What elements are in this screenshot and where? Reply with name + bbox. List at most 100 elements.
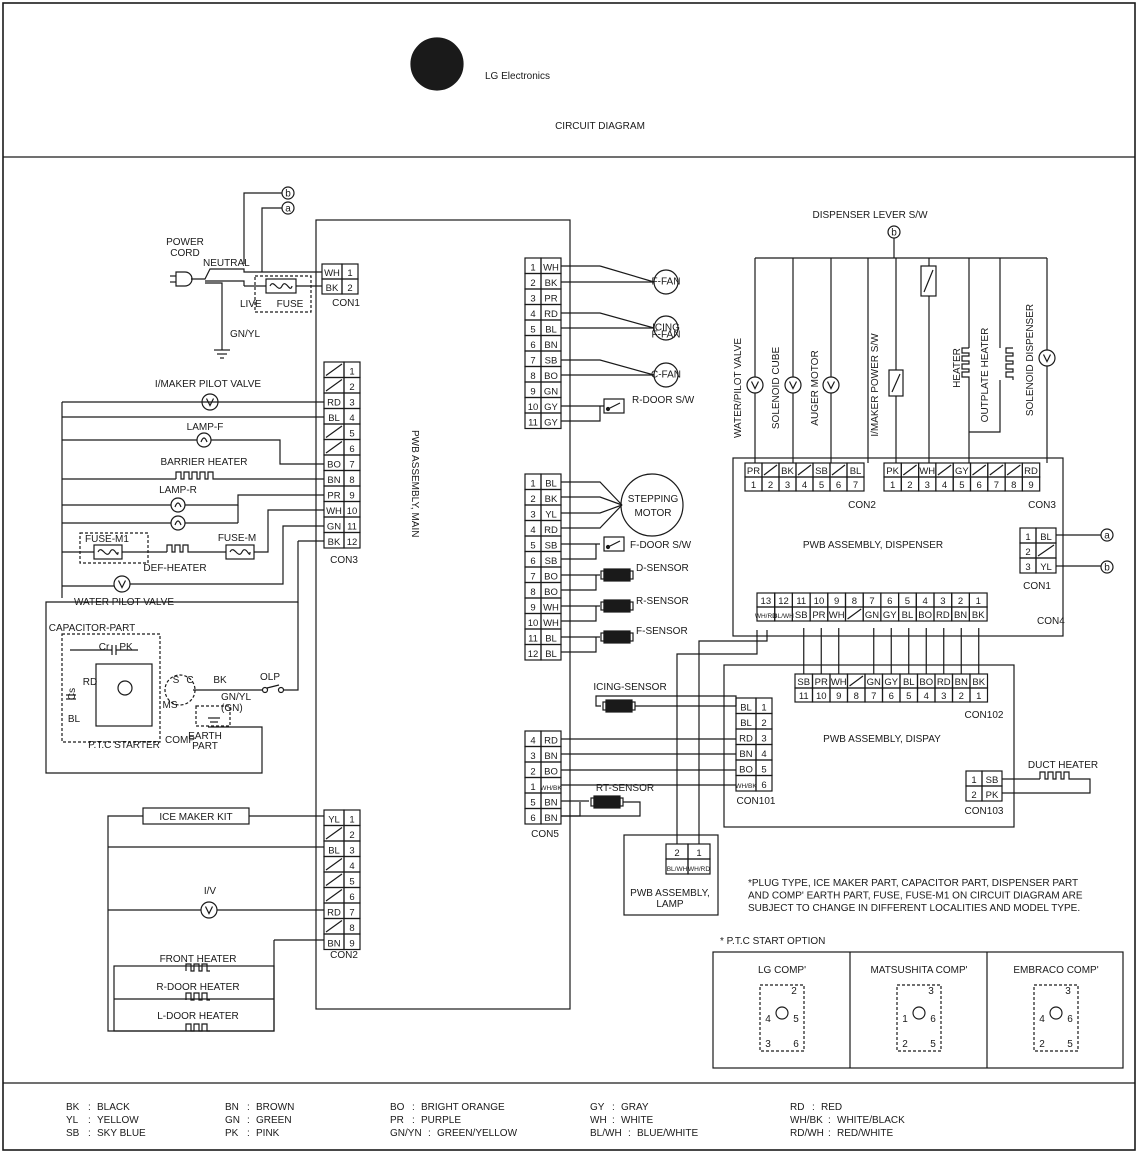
main-con2-wire-code: BN <box>327 939 340 950</box>
disp-con3-pin-number: 4 <box>942 480 947 491</box>
main-con3-wire-code: WH <box>326 506 342 517</box>
lamp-board-pin-pin-number: 2 <box>674 848 679 859</box>
wire <box>561 575 597 591</box>
disp-con102-name: CON102 <box>965 710 1004 721</box>
disp-con102-pin-number: 9 <box>836 691 841 702</box>
wire-lamp <box>698 630 768 844</box>
disp-con3-pin-number: 9 <box>1028 480 1033 491</box>
disp-con102-pin-number: 5 <box>906 691 911 702</box>
main-con5-pin-number: 5 <box>530 798 535 809</box>
lamp-r2-icon-filament <box>174 520 182 526</box>
disp-con102-wire-code: BK <box>972 677 985 688</box>
gnyl-gn-label-line: (GN) <box>221 703 243 714</box>
ref-b-right: b <box>1104 563 1110 574</box>
wire-neutral-b <box>243 192 282 264</box>
lg-logo <box>410 37 464 91</box>
lamp-board-pin-pin-number: 1 <box>696 848 701 859</box>
legend-color-code: PK <box>225 1128 239 1139</box>
disp-con2-pin-number: 7 <box>853 480 858 491</box>
main-con3-wire-code: BK <box>328 537 341 548</box>
wire-olp <box>284 602 299 691</box>
main-con5-wire-code: BN <box>544 813 557 824</box>
disp-con102-wire-code: BL <box>903 677 915 688</box>
legend-color-name: WHITE <box>621 1115 654 1126</box>
sensor-con-pin-number: 9 <box>530 603 535 614</box>
fan-con-pin-number: 2 <box>530 278 535 289</box>
stepping-motor-label-line: MOTOR <box>634 508 671 519</box>
disp-con3-pin-number: 2 <box>907 480 912 491</box>
legend-colon: : <box>88 1102 91 1113</box>
fuse-dashed-box <box>254 275 312 313</box>
olp-icon <box>266 684 280 689</box>
note-line: AND COMP' EARTH PART, FUSE, FUSE-M1 ON C… <box>748 891 1083 902</box>
ptc-pin-number: 5 <box>930 1039 936 1050</box>
disp-con1-pin-number: 1 <box>1025 532 1030 543</box>
lg-logo-glyph: L <box>434 65 440 76</box>
disp-con101-name: CON101 <box>737 796 776 807</box>
main-con1-name: CON1 <box>332 298 360 309</box>
legend-colon: : <box>828 1115 831 1126</box>
neutral-label: NEUTRAL <box>203 258 250 269</box>
legend-color-name: YELLOW <box>97 1115 139 1126</box>
disp-con1-name: CON1 <box>1023 581 1051 592</box>
r-sensor-icon <box>603 599 631 613</box>
disp-con4-pin-number: 11 <box>796 596 806 607</box>
diagram-title: CIRCUIT DIAGRAM <box>555 121 645 132</box>
disp-con3-blank-pin <box>902 464 917 476</box>
icing-sensor-icon-cap <box>602 701 607 711</box>
r-door-sw-icon-blade <box>607 402 621 410</box>
pwb-lamp-label-line: LAMP <box>656 899 684 910</box>
disp-con1-wire-code: BL <box>1040 532 1052 543</box>
fan-con-wire-code: GY <box>544 402 558 413</box>
disp-con3-wire-code: RD <box>1024 466 1038 477</box>
legend-color-code: GN <box>225 1115 240 1126</box>
lamp-board-pin-wire-code: WH/RD <box>688 866 710 873</box>
legend-color-code: SB <box>66 1128 80 1139</box>
disp-con101-wire-code: BL <box>740 703 752 714</box>
main-con1-cell <box>341 278 359 295</box>
disp-con4-wire-code: BL <box>902 610 914 621</box>
fuse-m-label: FUSE-M <box>218 533 256 544</box>
wire <box>561 406 601 422</box>
legend-colon: : <box>247 1102 250 1113</box>
gnyl-gn-label-line: GN/YL <box>221 692 251 703</box>
disp-con2-cell <box>846 476 865 492</box>
disp-con102-cell <box>969 687 989 703</box>
main-con2-wire-code: RD <box>327 908 341 919</box>
disp-con4-wire-code: BO <box>918 610 932 621</box>
main-con2-pin-number: 9 <box>349 939 354 950</box>
legend-color-name: GRAY <box>621 1102 649 1113</box>
legend-color-name: BRIGHT ORANGE <box>421 1102 505 1113</box>
solenoid-dispenser-label: SOLENOID DISPENSER <box>1025 304 1036 416</box>
f-sensor-icon <box>603 630 631 644</box>
fan-con-wire-code: BN <box>544 340 557 351</box>
lamp-board-pin-cell <box>687 858 711 875</box>
disp-con102-pin-number: 10 <box>816 691 827 702</box>
legend-colon: : <box>247 1115 250 1126</box>
disp-con2-wire-code: BL <box>850 466 862 477</box>
disp-con1-pin-number: 2 <box>1025 547 1030 558</box>
wire <box>561 606 597 622</box>
ref-a-right: a <box>1104 531 1110 542</box>
disp-con1-blank-pin <box>1037 544 1055 557</box>
ref-b-right-circle <box>1100 560 1114 574</box>
pwb-lamp-box <box>623 834 719 916</box>
wire-gn <box>130 525 324 585</box>
pwb-dispenser-title: PWB ASSEMBLY, DISPENSER <box>803 540 943 551</box>
fuse-m-icon-element <box>229 549 251 555</box>
fan-con-pin-number: 9 <box>530 387 535 398</box>
main-con3-pin-number: 8 <box>349 475 354 486</box>
cs-label: Cs <box>67 688 78 700</box>
ptc-pin-number: 4 <box>765 1014 771 1025</box>
fuse-label: FUSE <box>277 299 304 310</box>
disp-con4-wire-code: BL/WH <box>773 613 794 620</box>
lamp-f-label: LAMP-F <box>187 422 224 433</box>
disp-con102-pin-number: 6 <box>889 691 894 702</box>
wire <box>599 265 655 283</box>
capacitor-part-dashed-box <box>61 633 161 743</box>
ptc-thermistor-icon <box>117 680 133 696</box>
legend-color-code: RD/WH <box>790 1128 824 1139</box>
disp-con102-wire-code: RD <box>937 677 951 688</box>
wire-bo <box>211 439 324 465</box>
